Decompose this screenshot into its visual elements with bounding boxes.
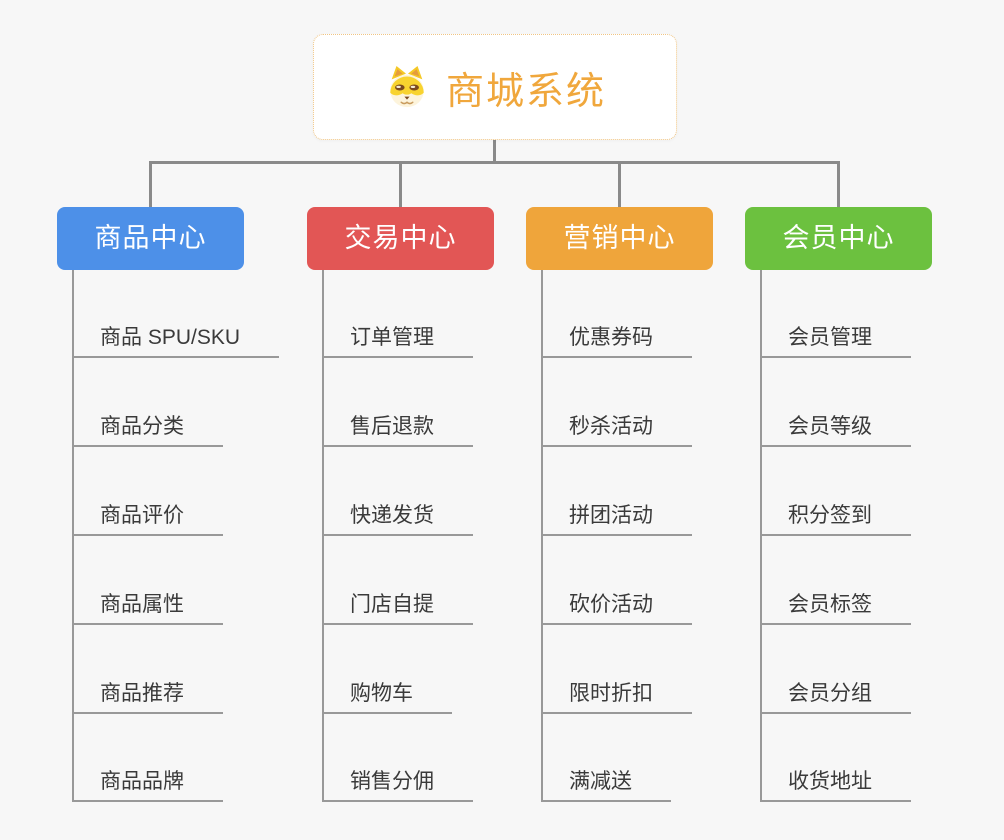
leaf-label: 积分签到 — [788, 504, 872, 527]
leaf-label: 商品属性 — [100, 593, 184, 616]
leaf-item[interactable]: 砍价活动 — [541, 592, 692, 625]
leaf-item[interactable]: 订单管理 — [322, 325, 473, 358]
leaf-item[interactable]: 商品属性 — [72, 592, 223, 625]
branch-stub-product — [149, 161, 152, 207]
leaf-label: 会员管理 — [788, 326, 872, 349]
leaf-item[interactable]: 秒杀活动 — [541, 414, 692, 447]
leaf-label: 秒杀活动 — [569, 415, 653, 438]
branch-trunk-line — [760, 270, 762, 802]
leaf-item[interactable]: 优惠券码 — [541, 325, 692, 358]
leaf-label: 快递发货 — [350, 504, 434, 527]
shiba-dog-icon — [384, 65, 430, 109]
leaf-item[interactable]: 会员管理 — [760, 325, 911, 358]
branch-node-marketing[interactable]: 营销中心 — [526, 207, 713, 270]
leaf-item[interactable]: 商品分类 — [72, 414, 223, 447]
leaf-item[interactable]: 售后退款 — [322, 414, 473, 447]
leaf-label: 限时折扣 — [569, 682, 653, 705]
leaf-item[interactable]: 收货地址 — [760, 769, 911, 802]
root-node[interactable]: 商城系统 — [313, 34, 677, 140]
leaf-label: 拼团活动 — [569, 504, 653, 527]
branch-node-trade[interactable]: 交易中心 — [307, 207, 494, 270]
leaf-item[interactable]: 会员分组 — [760, 681, 911, 714]
branch-node-member[interactable]: 会员中心 — [745, 207, 932, 270]
branch-trunk-line — [322, 270, 324, 802]
leaf-label: 购物车 — [350, 682, 413, 705]
leaf-label: 销售分佣 — [350, 770, 434, 793]
leaf-item[interactable]: 商品 SPU/SKU — [72, 325, 280, 358]
leaf-label: 砍价活动 — [569, 593, 653, 616]
leaf-label: 商品品牌 — [100, 770, 184, 793]
branch-trunk-line — [72, 270, 74, 802]
leaf-label: 收货地址 — [788, 770, 872, 793]
leaf-item[interactable]: 会员等级 — [760, 414, 911, 447]
leaf-label: 商品 SPU/SKU — [100, 326, 241, 349]
leaf-label: 商品分类 — [100, 415, 184, 438]
leaf-item[interactable]: 限时折扣 — [541, 681, 692, 714]
branch-connector-bar — [149, 161, 840, 164]
branch-node-product[interactable]: 商品中心 — [57, 207, 244, 270]
leaf-label: 售后退款 — [350, 415, 434, 438]
leaf-label: 商品评价 — [100, 504, 184, 527]
leaf-item[interactable]: 拼团活动 — [541, 503, 692, 536]
leaf-label: 满减送 — [569, 770, 632, 793]
leaf-item[interactable]: 商品品牌 — [72, 769, 223, 802]
leaf-label: 商品推荐 — [100, 682, 184, 705]
branch-stub-trade — [399, 161, 402, 207]
leaf-label: 门店自提 — [350, 593, 434, 616]
leaf-label: 订单管理 — [350, 326, 434, 349]
branch-stub-marketing — [618, 161, 621, 207]
leaf-item[interactable]: 购物车 — [322, 681, 452, 714]
root-connector-stub — [493, 140, 496, 163]
leaf-label: 会员等级 — [788, 415, 872, 438]
branch-trunk-line — [541, 270, 543, 802]
leaf-item[interactable]: 快递发货 — [322, 503, 473, 536]
leaf-item[interactable]: 积分签到 — [760, 503, 911, 536]
leaf-item[interactable]: 满减送 — [541, 769, 671, 802]
leaf-item[interactable]: 门店自提 — [322, 592, 473, 625]
leaf-label: 会员标签 — [788, 593, 872, 616]
root-title: 商城系统 — [445, 70, 606, 113]
branch-stub-member — [837, 161, 840, 207]
leaf-label: 会员分组 — [788, 682, 872, 705]
leaf-item[interactable]: 商品推荐 — [72, 681, 223, 714]
leaf-label: 优惠券码 — [569, 326, 653, 349]
leaf-item[interactable]: 销售分佣 — [322, 769, 473, 802]
leaf-item[interactable]: 会员标签 — [760, 592, 911, 625]
leaf-item[interactable]: 商品评价 — [72, 503, 223, 536]
